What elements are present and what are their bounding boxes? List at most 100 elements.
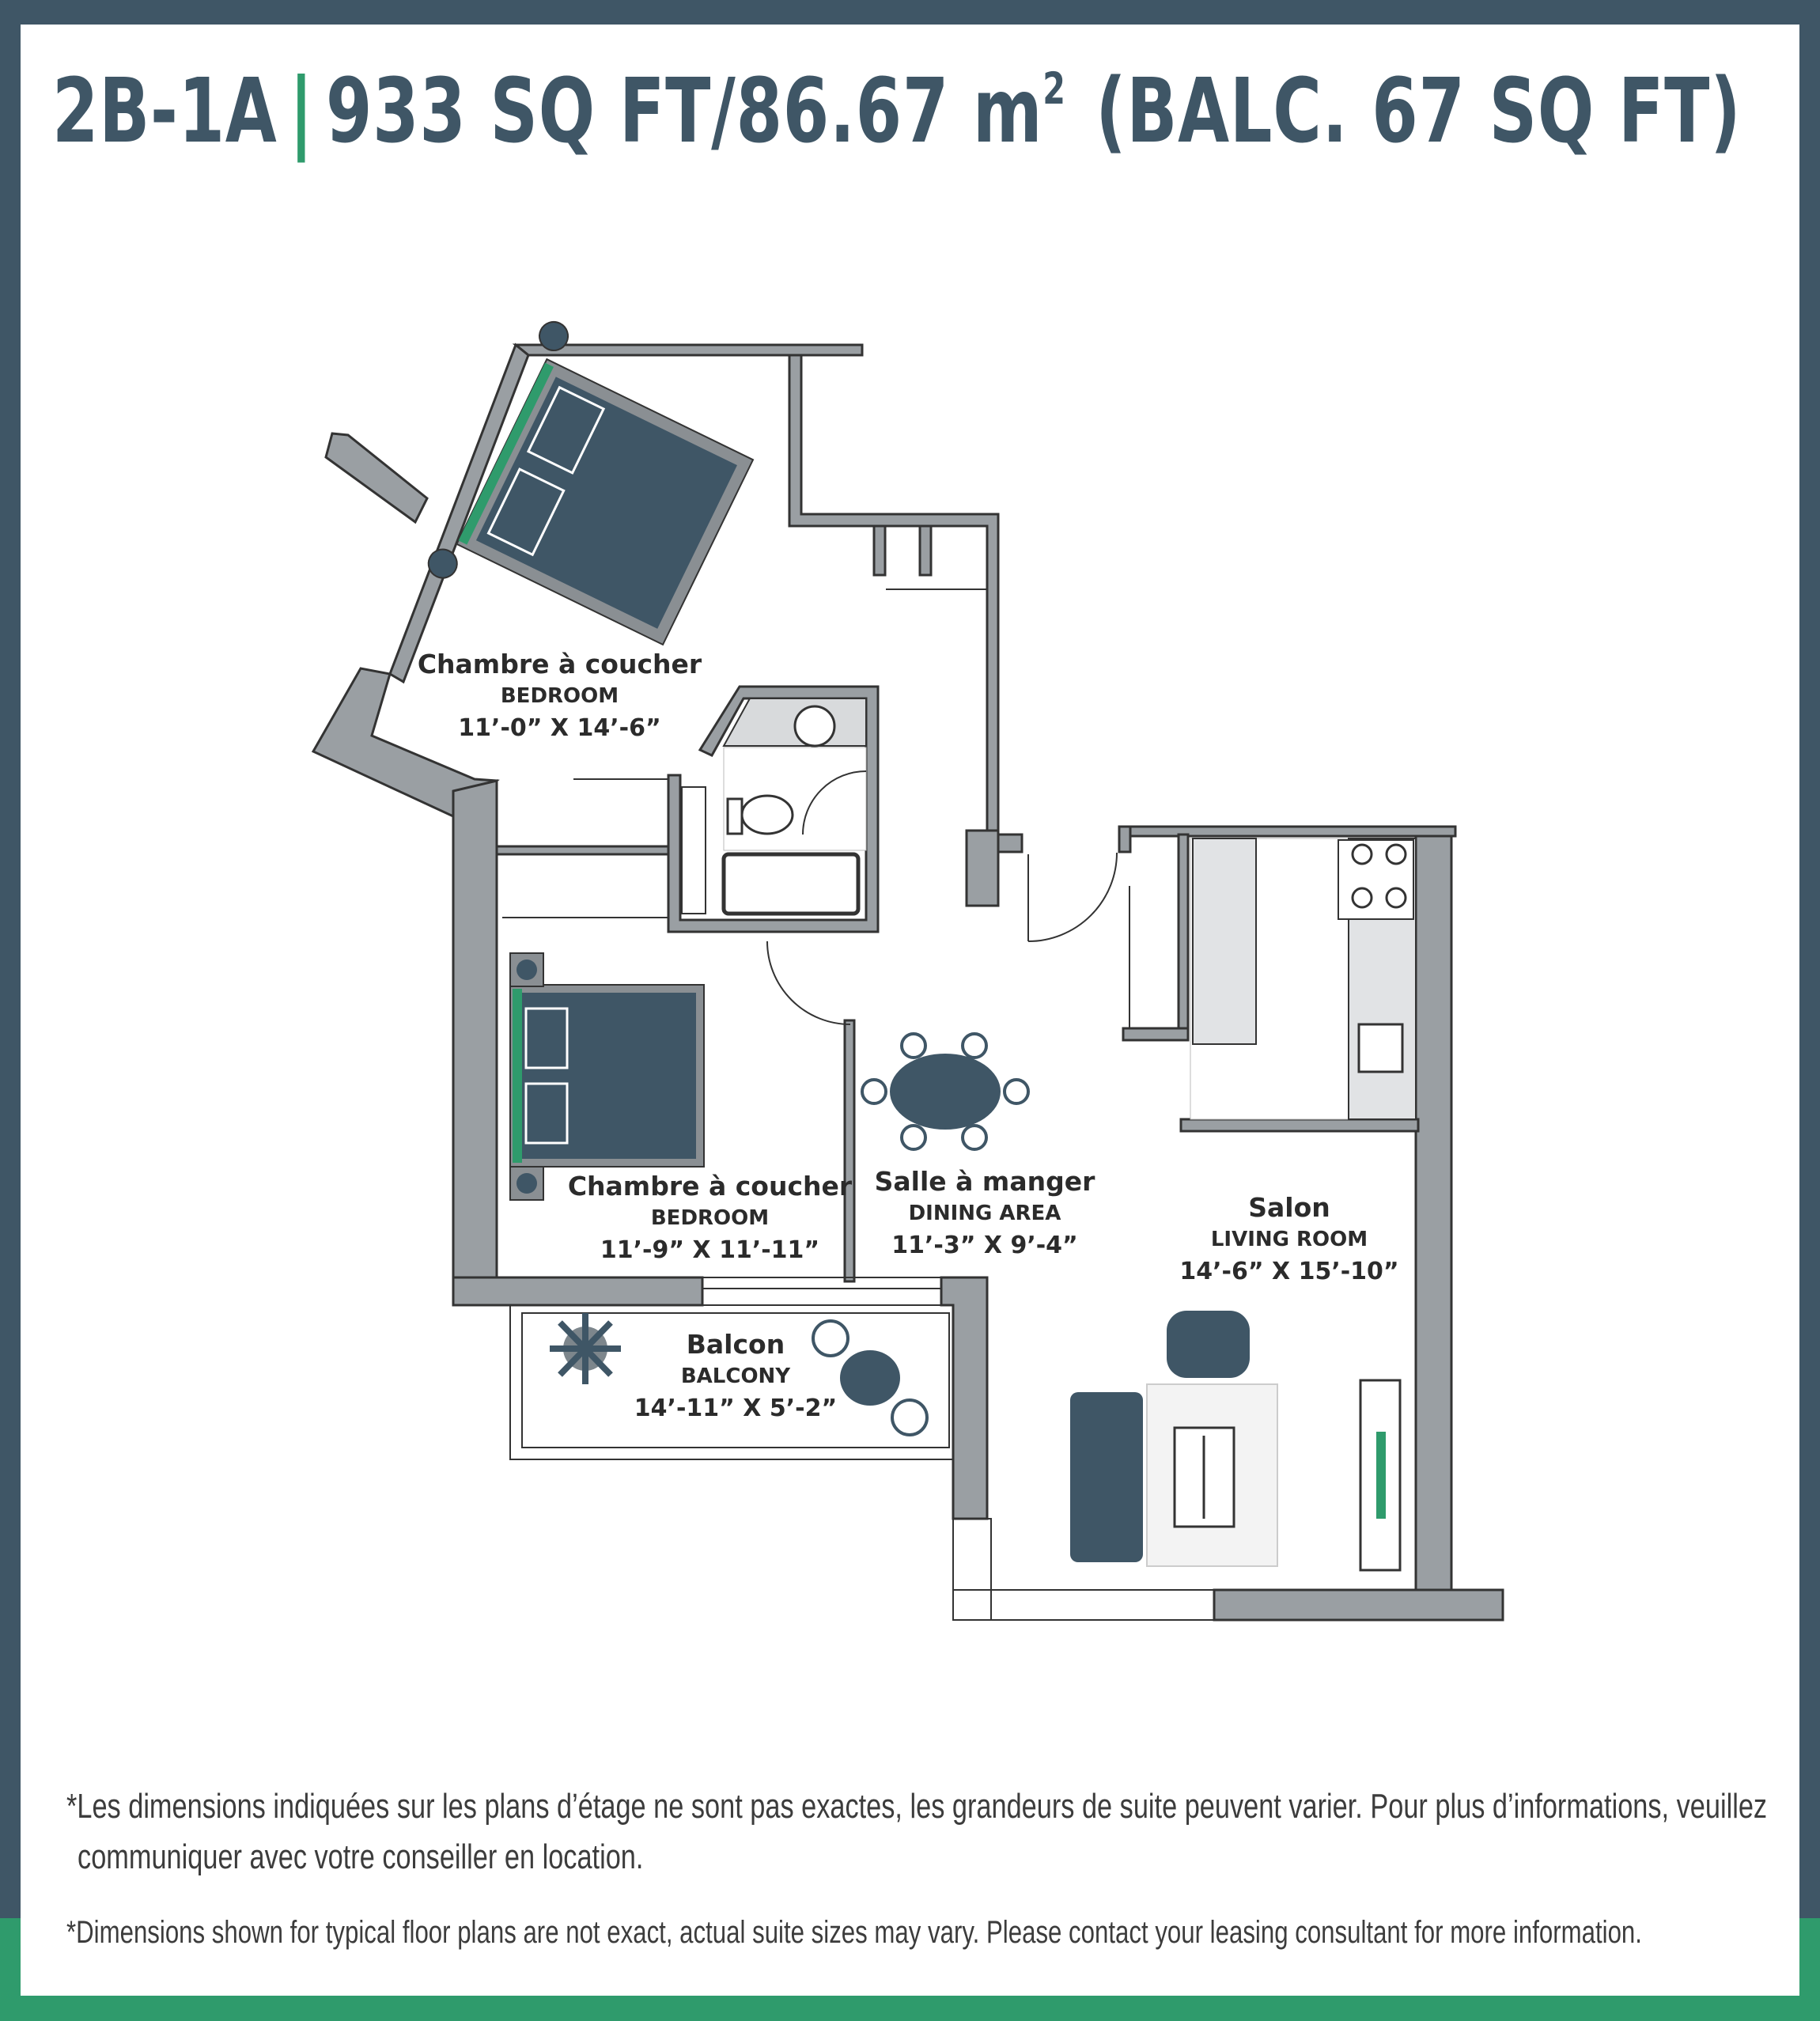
dining-chair-4 bbox=[961, 1124, 988, 1151]
burner-1 bbox=[1351, 843, 1373, 865]
nightstand-lamp-2 bbox=[427, 548, 458, 579]
burner-3 bbox=[1351, 887, 1373, 909]
window-living-bottom bbox=[952, 1518, 992, 1621]
walls bbox=[311, 343, 1504, 1622]
dining-chair-2 bbox=[961, 1032, 988, 1059]
toilet-icon bbox=[740, 794, 794, 835]
frame-left bbox=[0, 0, 21, 2021]
living-furniture bbox=[1070, 1311, 1402, 1572]
wall-bedroom2-left bbox=[452, 779, 498, 1307]
sink-icon bbox=[793, 705, 836, 747]
wall-bedroom2-bottom bbox=[452, 1276, 704, 1307]
wall-kitchen-bottom bbox=[1179, 1118, 1420, 1133]
bed1-pillow-2 bbox=[486, 467, 566, 557]
bathroom-tiles bbox=[723, 747, 867, 851]
wall-fin bbox=[324, 432, 429, 524]
dining-dimensions: 11’-3” X 9’-4” bbox=[891, 1232, 1078, 1259]
frame-right bbox=[1799, 0, 1820, 2021]
dining-set bbox=[861, 1032, 1030, 1151]
burner-2 bbox=[1385, 843, 1407, 865]
bedroom2-door-swing bbox=[766, 940, 851, 1025]
bed2-pillow-1 bbox=[524, 1007, 569, 1069]
wall-closet-post-1 bbox=[872, 524, 887, 577]
wall-kitchen-left bbox=[1177, 833, 1190, 1042]
living-label: Salon LIVING ROOM 14’-6” X 15’-10” bbox=[1155, 1192, 1424, 1285]
wall-top bbox=[512, 343, 864, 357]
dining-chair-3 bbox=[900, 1124, 927, 1151]
living-name-fr: Salon bbox=[1248, 1192, 1330, 1223]
frame-bottom-left-accent bbox=[0, 1918, 21, 2021]
window-balcony-rail bbox=[509, 1304, 954, 1460]
armchair bbox=[1167, 1311, 1250, 1378]
dining-chair-6 bbox=[1003, 1078, 1030, 1105]
nightstand-lamp-1 bbox=[539, 320, 569, 351]
plant-leaves bbox=[550, 1313, 621, 1384]
living-dimensions: 14’-6” X 15’-10” bbox=[1179, 1258, 1399, 1285]
disclaimer-fr-line1: *Les dimensions indiquées sur les plans … bbox=[66, 1787, 1768, 1826]
stove-icon bbox=[1338, 839, 1414, 920]
dining-label: Salle à manger DINING AREA 11’-3” X 9’-4… bbox=[862, 1166, 1107, 1259]
nightstand-lamp-4 bbox=[516, 1173, 537, 1194]
living-name-en: LIVING ROOM bbox=[1210, 1228, 1368, 1251]
frame-bottom-accent bbox=[0, 1996, 1820, 2021]
bedroom2-name-en: BEDROOM bbox=[650, 1206, 770, 1230]
tv-plant bbox=[1376, 1432, 1386, 1519]
bedroom1-dimensions: 11’-0” X 14’-6” bbox=[458, 714, 661, 742]
disclaimer-fr-line2: communiquer avec votre conseiller en loc… bbox=[78, 1837, 644, 1876]
dining-name-en: DINING AREA bbox=[908, 1202, 1061, 1225]
dining-name-fr: Salle à manger bbox=[874, 1166, 1095, 1197]
balcony-chair-1 bbox=[812, 1319, 849, 1357]
wall-corridor-stub bbox=[965, 829, 1000, 907]
burner-4 bbox=[1385, 887, 1407, 909]
balcony-chair-2 bbox=[891, 1398, 929, 1436]
bedroom1-name-en: BEDROOM bbox=[500, 684, 619, 708]
disclaimer-en: *Dimensions shown for typical floor plan… bbox=[66, 1915, 1642, 1950]
wall-between-bedrooms bbox=[495, 845, 670, 856]
bedroom1-name-fr: Chambre à coucher bbox=[417, 649, 702, 679]
wall-living-bottom bbox=[1213, 1588, 1504, 1622]
dining-table bbox=[890, 1054, 1001, 1130]
balcony-table bbox=[840, 1350, 900, 1406]
wall-bathroom bbox=[667, 685, 880, 933]
bedroom2-name-fr: Chambre à coucher bbox=[567, 1171, 853, 1202]
bed2-pillow-2 bbox=[524, 1082, 569, 1145]
unit-code: 2B-1A bbox=[52, 60, 278, 163]
bedroom1-label: Chambre à coucher BEDROOM 11’-0” X 14’-6… bbox=[399, 649, 720, 742]
bathroom bbox=[681, 698, 867, 916]
wall-bedroom2-right bbox=[843, 1019, 856, 1283]
balcony-name-fr: Balcon bbox=[686, 1329, 785, 1360]
nightstand-lamp-3 bbox=[516, 959, 537, 980]
tv-console bbox=[1359, 1379, 1402, 1572]
wall-closet-post-2 bbox=[918, 524, 933, 577]
bedroom2-dimensions: 11’-9” X 11’-11” bbox=[600, 1236, 820, 1264]
dining-chair-5 bbox=[861, 1078, 887, 1105]
bath-door-swing bbox=[802, 770, 867, 835]
bathtub-icon bbox=[721, 852, 861, 916]
bedroom1-bed bbox=[427, 320, 755, 646]
frame-top bbox=[0, 0, 1820, 25]
page-title: 2B-1A|933 SQ FT/86.67 m2 (BALC. 67 SQ FT… bbox=[52, 60, 1741, 179]
kitchen bbox=[1190, 838, 1417, 1120]
shower-panel bbox=[681, 786, 706, 914]
window-bedroom2 bbox=[702, 1277, 942, 1289]
area-superscript: 2 bbox=[1042, 63, 1066, 114]
kitchen-sink-icon bbox=[1357, 1023, 1404, 1073]
balcony-name-en: BALCONY bbox=[680, 1364, 791, 1388]
entry-door-swing bbox=[1027, 852, 1118, 942]
wall-entry-stub bbox=[1118, 825, 1132, 853]
dining-chair-1 bbox=[900, 1032, 927, 1059]
doors bbox=[502, 589, 1130, 1028]
balcony-furniture bbox=[550, 1313, 929, 1436]
sofa bbox=[1070, 1392, 1143, 1562]
balcony-area: (BALC. 67 SQ FT) bbox=[1095, 60, 1742, 163]
disclaimer-fr: *Les dimensions indiquées sur les plans … bbox=[66, 1781, 1767, 1883]
bed2-headboard bbox=[513, 989, 522, 1163]
bed1-pillow-1 bbox=[526, 385, 606, 475]
wall-corridor-stub2 bbox=[997, 833, 1024, 853]
balcony-dimensions: 14’-11” X 5’-2” bbox=[634, 1395, 838, 1422]
window-balcony-rail-inner bbox=[521, 1312, 950, 1448]
windows bbox=[509, 1277, 1215, 1621]
toilet-tank bbox=[726, 797, 744, 835]
wall-kitchen-top bbox=[1118, 825, 1457, 838]
